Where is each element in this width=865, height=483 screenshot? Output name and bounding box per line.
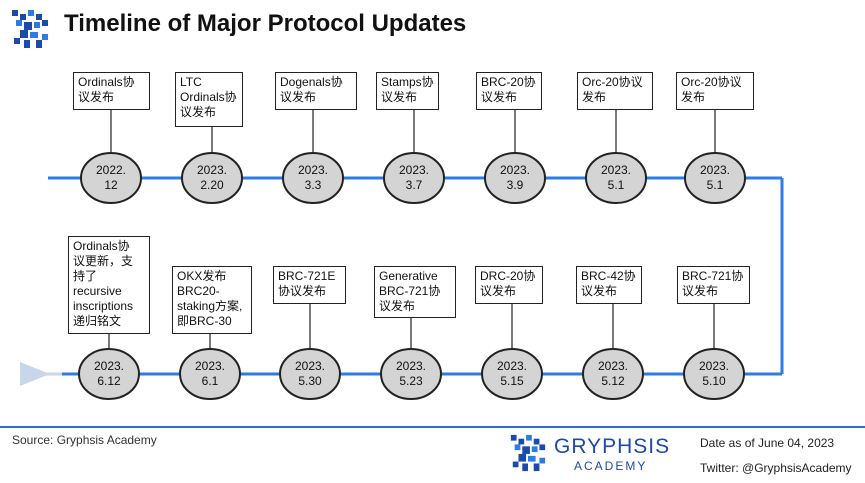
milestone-box: Orc-20协议 发布	[577, 72, 653, 110]
milestone-box: BRC-42协 议发布	[576, 266, 642, 304]
date-node-ellipse	[683, 348, 745, 400]
gryphon-logo-icon	[12, 10, 48, 48]
milestone-box: Ordinals协 议发布	[73, 72, 150, 110]
date-node: 2023. 6.12	[78, 348, 140, 400]
date-note: Date as of June 04, 2023	[700, 436, 835, 450]
date-node-ellipse	[383, 152, 445, 204]
milestone-box: OKX发布 BRC20- staking方案, 即BRC-30	[172, 266, 252, 334]
milestone-box: BRC-721协 议发布	[677, 266, 750, 304]
date-node: 2023. 6.1	[179, 348, 241, 400]
date-label: 2022. 12	[95, 163, 127, 192]
date-label: 2023. 3.9	[499, 163, 531, 192]
brand-subtitle: ACADEMY	[574, 459, 648, 473]
date-node: 2023. 3.7	[383, 152, 445, 204]
date-node: 2023. 5.1	[585, 152, 647, 204]
date-node-ellipse	[380, 348, 442, 400]
date-node-ellipse	[484, 152, 546, 204]
date-label: 2023. 3.3	[297, 163, 329, 192]
date-node-ellipse	[80, 152, 142, 204]
milestone-box: Orc-20协议 发布	[676, 72, 754, 110]
date-label: 2023. 6.1	[194, 359, 226, 388]
date-label: 2023. 5.1	[600, 163, 632, 192]
date-node: 2022. 12	[80, 152, 142, 204]
milestone-box: LTC Ordinals协 议发布	[175, 72, 243, 127]
date-label: 2023. 5.23	[395, 359, 427, 388]
milestone-box: Generative BRC-721协 议发布	[374, 266, 456, 318]
footer-divider	[0, 426, 865, 428]
milestone-box: Dogenals协 议发布	[275, 72, 357, 110]
date-node: 2023. 2.20	[181, 152, 243, 204]
date-label: 2023. 5.15	[496, 359, 528, 388]
date-node-ellipse	[282, 152, 344, 204]
milestone-box: BRC-20协 议发布	[476, 72, 542, 110]
date-label: 2023. 5.12	[597, 359, 629, 388]
date-label: 2023. 5.10	[698, 359, 730, 388]
brand-logo: GRYPHSIS ACADEMY	[508, 433, 678, 475]
date-node-ellipse	[582, 348, 644, 400]
date-node-ellipse	[684, 152, 746, 204]
date-node-ellipse	[585, 152, 647, 204]
milestone-box: DRC-20协 议发布	[475, 266, 543, 304]
page-title: Timeline of Major Protocol Updates	[64, 10, 467, 37]
date-node: 2023. 3.9	[484, 152, 546, 204]
date-node: 2023. 5.15	[481, 348, 543, 400]
date-label: 2023. 2.20	[196, 163, 228, 192]
date-node: 2023. 5.1	[684, 152, 746, 204]
date-label: 2023. 6.12	[93, 359, 125, 388]
milestone-box: BRC-721E 协议发布	[273, 266, 346, 304]
gryphon-logo-icon	[510, 434, 546, 472]
date-node-ellipse	[279, 348, 341, 400]
date-node-ellipse	[181, 152, 243, 204]
date-node-ellipse	[481, 348, 543, 400]
date-label: 2023. 5.1	[699, 163, 731, 192]
date-node-ellipse	[78, 348, 140, 400]
date-node: 2023. 5.10	[683, 348, 745, 400]
date-node-ellipse	[179, 348, 241, 400]
date-node: 2023. 5.23	[380, 348, 442, 400]
date-node: 2023. 3.3	[282, 152, 344, 204]
date-node: 2023. 5.30	[279, 348, 341, 400]
date-node: 2023. 5.12	[582, 348, 644, 400]
milestone-box: Ordinals协 议更新，支 持了 recursive inscription…	[68, 236, 150, 334]
source-note: Source: Gryphsis Academy	[12, 433, 157, 447]
twitter-handle: Twitter: @GryphsisAcademy	[700, 461, 852, 475]
date-label: 2023. 5.30	[294, 359, 326, 388]
date-label: 2023. 3.7	[398, 163, 430, 192]
milestone-box: Stamps协 议发布	[376, 72, 439, 110]
brand-name: GRYPHSIS	[554, 435, 671, 458]
